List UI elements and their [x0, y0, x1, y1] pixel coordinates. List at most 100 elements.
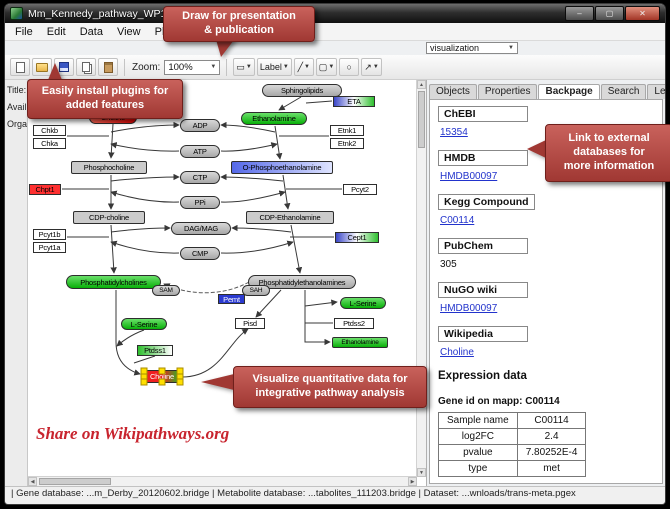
- maximize-button[interactable]: ▢: [595, 6, 624, 21]
- node-sphingolipids[interactable]: Sphingolipids: [262, 84, 342, 97]
- node-l-serine[interactable]: L-Serine: [121, 318, 167, 330]
- pathway-edge[interactable]: [304, 290, 331, 346]
- pathway-edge[interactable]: [220, 173, 284, 182]
- paste-button[interactable]: [98, 58, 118, 76]
- menu-edit[interactable]: Edit: [46, 25, 66, 38]
- selection-handle[interactable]: [158, 367, 166, 375]
- pathway-edge[interactable]: [110, 190, 180, 203]
- pathway-edge[interactable]: [116, 329, 145, 347]
- node-cdp-choline[interactable]: CDP-choline: [73, 211, 145, 224]
- tab-objects[interactable]: Objects: [429, 84, 477, 99]
- node-chpt1[interactable]: Chpt1: [29, 184, 61, 195]
- backpage-link[interactable]: Choline: [440, 347, 474, 358]
- node-ppi[interactable]: PPi: [180, 196, 220, 209]
- node-sah[interactable]: SAH: [242, 285, 270, 296]
- node-cdp-ethanolamine[interactable]: CDP-Ethanolamine: [246, 211, 334, 224]
- scroll-right-icon[interactable]: ▶: [408, 477, 417, 486]
- tab-properties[interactable]: Properties: [477, 84, 538, 99]
- node-chka[interactable]: Chka: [33, 138, 66, 149]
- selection-handle[interactable]: [158, 378, 166, 386]
- node-cept1[interactable]: Cept1: [335, 232, 379, 243]
- horizontal-scrollbar[interactable]: ◀ ▶: [28, 476, 417, 486]
- pathway-edge[interactable]: [133, 355, 156, 364]
- node-pisd[interactable]: Pisd: [235, 318, 265, 329]
- visualization-combobox[interactable]: visualization ▼: [426, 42, 518, 54]
- node-ctp[interactable]: CTP: [180, 171, 220, 184]
- node-dag-mag[interactable]: DAG/MAG: [171, 222, 231, 235]
- pathway-edge[interactable]: [220, 190, 286, 203]
- pathway-edge[interactable]: [108, 123, 115, 159]
- pathway-edge[interactable]: [115, 290, 141, 376]
- backpage-link[interactable]: HMDB00097: [440, 303, 498, 314]
- scroll-up-icon[interactable]: ▲: [417, 80, 426, 89]
- pathway-edge[interactable]: [231, 224, 292, 233]
- node-phosphatidylethanolamines[interactable]: Phosphatidylethanolamines: [248, 275, 356, 289]
- node-choline[interactable]: Choline: [140, 367, 184, 386]
- menu-view[interactable]: View: [116, 25, 141, 38]
- close-button[interactable]: ✕: [625, 6, 660, 21]
- label-tool[interactable]: Label▼: [256, 58, 292, 76]
- pathway-edge[interactable]: [110, 142, 180, 152]
- node-ptdss2[interactable]: Ptdss2: [334, 318, 374, 329]
- menu-data[interactable]: Data: [79, 25, 103, 38]
- datanode-tool[interactable]: ▭▼: [233, 58, 255, 76]
- node-l-serine[interactable]: L-Serine: [340, 297, 386, 309]
- new-file-button[interactable]: [10, 58, 30, 76]
- pathway-edge[interactable]: [110, 173, 180, 182]
- node-ethanolamine[interactable]: Ethanolamine: [241, 112, 307, 125]
- minimize-button[interactable]: –: [565, 6, 594, 21]
- vertical-scrollbar-thumb[interactable]: [418, 91, 425, 148]
- pathway-edge[interactable]: [304, 299, 338, 307]
- node-pcyt1a[interactable]: Pcyt1a: [33, 242, 66, 253]
- node-chkb[interactable]: Chkb: [33, 125, 66, 136]
- scroll-left-icon[interactable]: ◀: [28, 477, 37, 486]
- copy-button[interactable]: [76, 58, 96, 76]
- node-atp[interactable]: ATP: [180, 145, 220, 158]
- node-cmp[interactable]: CMP: [180, 247, 220, 260]
- pathway-canvas[interactable]: SphingolipidsETACholineADPEthanolamineCh…: [28, 80, 427, 486]
- scroll-down-icon[interactable]: ▼: [417, 468, 426, 477]
- pathway-edge[interactable]: [110, 224, 117, 274]
- node-phosphocholine[interactable]: Phosphocholine: [71, 161, 147, 174]
- pathway-edge[interactable]: [110, 224, 171, 233]
- vertical-scrollbar[interactable]: ▲ ▼: [416, 80, 426, 477]
- node-etnk1[interactable]: Etnk1: [330, 125, 364, 136]
- node-eta[interactable]: ETA: [333, 96, 375, 107]
- selection-handle[interactable]: [140, 378, 148, 386]
- pathway-edge[interactable]: [278, 96, 302, 111]
- node-pcyt2[interactable]: Pcyt2: [343, 184, 377, 195]
- node-pemt[interactable]: Pemt: [218, 294, 245, 304]
- pathway-edge[interactable]: [305, 100, 333, 104]
- tab-legend[interactable]: Legend: [647, 84, 665, 99]
- node-phosphatidylcholines[interactable]: Phosphatidylcholines: [66, 275, 161, 289]
- tab-search[interactable]: Search: [600, 84, 647, 99]
- shape-tool[interactable]: ▢▼: [315, 58, 338, 76]
- node-ptdss1[interactable]: Ptdss1: [137, 345, 173, 356]
- pathway-edge[interactable]: [255, 289, 282, 318]
- pathway-edge[interactable]: [220, 142, 278, 152]
- menu-file[interactable]: File: [15, 25, 33, 38]
- node-sam[interactable]: SAM: [152, 285, 180, 296]
- node-etnk2[interactable]: Etnk2: [330, 138, 364, 149]
- pathway-edge[interactable]: [220, 240, 294, 254]
- selection-handle[interactable]: [176, 378, 184, 386]
- pathway-edge[interactable]: [110, 121, 180, 133]
- title-bar[interactable]: Mm_Kennedy_pathway_WP1771_45176.gp... – …: [5, 4, 665, 23]
- pathway-edge[interactable]: [290, 224, 303, 274]
- node-adp[interactable]: ADP: [180, 119, 220, 132]
- pathway-edge[interactable]: [110, 240, 180, 254]
- node-o-phosphoethanolamine[interactable]: O-Phosphoethanolamine: [231, 161, 333, 174]
- backpage-link[interactable]: HMDB00097: [440, 171, 498, 182]
- connector-tool[interactable]: ↗▼: [361, 58, 382, 76]
- pathway-edge[interactable]: [181, 328, 249, 378]
- zoom-combobox[interactable]: 100% ▼: [164, 59, 221, 75]
- node-ethanolamine[interactable]: Ethanolamine: [332, 337, 388, 348]
- backpage-link[interactable]: C00114: [440, 215, 475, 226]
- oval-tool[interactable]: ○: [339, 58, 360, 76]
- pathway-edge[interactable]: [220, 121, 276, 133]
- tab-backpage[interactable]: Backpage: [538, 84, 600, 99]
- line-tool[interactable]: ╱▼: [293, 58, 314, 76]
- backpage-link[interactable]: 15354: [440, 127, 468, 138]
- horizontal-scrollbar-thumb[interactable]: [39, 478, 111, 485]
- node-pcyt1b[interactable]: Pcyt1b: [33, 229, 66, 240]
